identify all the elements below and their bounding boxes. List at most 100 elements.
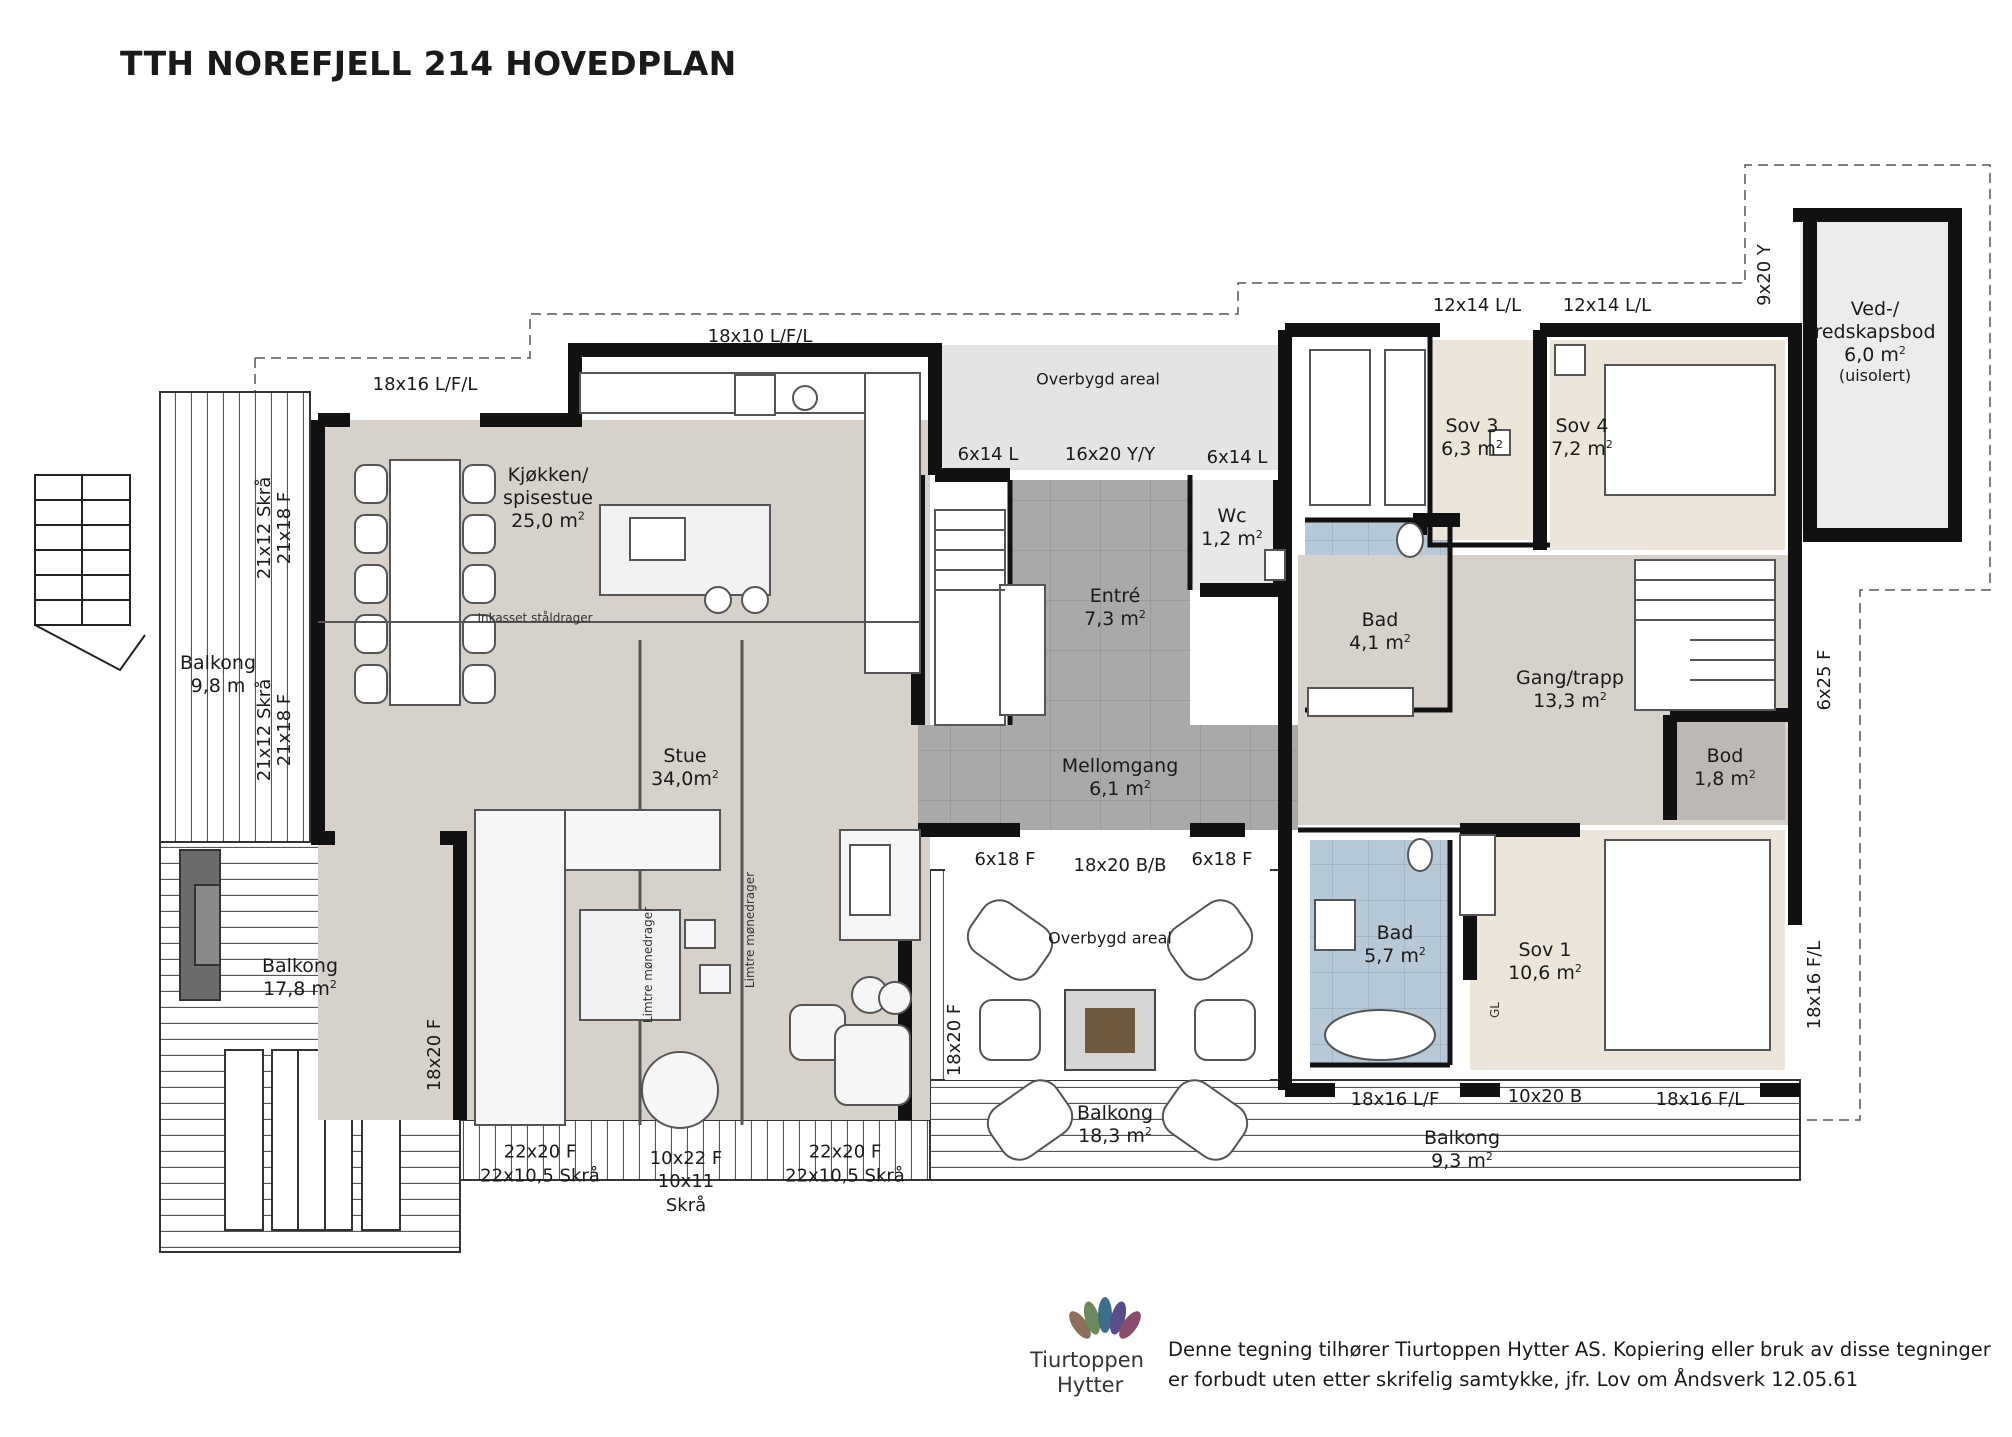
dim-label: 21x12 Skrå 21x18 F	[254, 476, 295, 580]
dim-label: 18x20 B/B	[1073, 855, 1167, 877]
dim-label: 18x10 L/F/L	[707, 326, 813, 348]
lounge-chairs	[966, 899, 1256, 1161]
room-name: Balkong	[179, 652, 257, 675]
room-area-unit: 2	[1143, 777, 1151, 791]
room-area-unit: 2	[711, 767, 719, 781]
roof-outline	[254, 164, 1991, 1121]
dim-label: 22x20 F 22x10,5 Skrå	[785, 1141, 905, 1187]
room-area-unit: 2	[1599, 689, 1607, 703]
deck-south-east	[929, 1079, 1801, 1181]
room-name: Balkong	[261, 955, 339, 978]
living-furniture	[474, 809, 921, 1129]
room-balkong-mid: Balkong 18,3 m2	[1077, 1102, 1153, 1148]
dim-label: 22x20 F 22x10,5 Skrå	[480, 1141, 600, 1187]
room-area-unit: 2	[1574, 961, 1582, 975]
room-area: 10,6 m	[1508, 962, 1575, 984]
room-bad2: Bad 5,7 m2	[1364, 922, 1426, 968]
room-area-unit: 2	[1418, 944, 1426, 958]
room-name: Balkong	[1423, 1127, 1501, 1150]
room-area: 5,7 m	[1364, 945, 1419, 967]
room-name: Entré	[1089, 585, 1141, 608]
outdoor-stairs	[34, 474, 146, 672]
disclaimer-line-1: Denne tegning tilhører Tiurtoppen Hytter…	[1168, 1338, 1991, 1361]
dim-label: 6x18 F	[1191, 849, 1253, 871]
dim-label: 16x20 Y/Y	[1064, 444, 1156, 466]
room-name: Kjøkken/ spisestue	[503, 463, 593, 509]
room-wc: Wc 1,2 m2	[1201, 505, 1263, 551]
label-beam: Inkasset ståldrager	[477, 610, 593, 625]
room-name: Gang/trapp	[1516, 667, 1624, 690]
room-name: Sov 1	[1518, 939, 1572, 962]
floor-ved	[1800, 220, 1950, 530]
room-area-unit: 2	[1605, 437, 1613, 451]
ved-walls	[1793, 208, 1962, 542]
floor-sov3	[1430, 340, 1540, 540]
brand-name: Tiurtoppen	[1030, 1348, 1144, 1372]
room-area-unit: 2	[1748, 767, 1756, 781]
floor-mellomgang	[918, 725, 1298, 830]
room-area-unit: 2	[1485, 1149, 1493, 1163]
dim-label: 12x14 L/L	[1432, 295, 1522, 317]
dim-label: 6x14 L	[1206, 447, 1268, 469]
label-monedrager-2: Limtre mønedrager	[742, 871, 757, 989]
dim-label: 18x20 F	[944, 1003, 966, 1077]
room-gang: Gang/trapp 13,3 m2	[1516, 667, 1624, 713]
room-area: 1,8 m	[1694, 768, 1749, 790]
dim-label: 12x14 L/L	[1562, 295, 1652, 317]
room-name: Balkong	[1076, 1102, 1154, 1125]
room-area: 4,1 m	[1349, 632, 1404, 654]
room-balkong-w-top: Balkong 9,8 m	[180, 652, 256, 698]
dim-label: 21x12 Skrå 21x18 F	[254, 678, 295, 782]
room-area: 6,0 m	[1844, 343, 1899, 366]
dim-label: 6x18 F	[974, 849, 1036, 871]
stair-gang	[1634, 559, 1776, 711]
room-area: 6,1 m	[1089, 778, 1144, 800]
room-area: 9,8 m	[190, 675, 246, 697]
room-area: 13,3 m	[1533, 690, 1600, 712]
room-area-unit: 2	[1495, 437, 1503, 451]
dim-label: 18x16 L/F/L	[372, 374, 478, 396]
room-area: 17,8 m	[263, 978, 330, 1000]
room-entre: Entré 7,3 m2	[1084, 585, 1146, 631]
room-area: 34,0m	[651, 768, 712, 790]
brand-subname: Hytter	[1057, 1373, 1124, 1397]
deck-west-top	[159, 391, 311, 843]
kitchen-fixtures	[354, 372, 921, 706]
label-monedrager-1: Limtre mønedrager	[640, 906, 655, 1024]
room-area-unit: 2	[1898, 343, 1906, 357]
dim-label: 18x16 F/L	[1655, 1089, 1745, 1111]
label-gl: GL	[1487, 1002, 1502, 1018]
room-sov3: Sov 3 6,3 m2	[1441, 415, 1503, 461]
room-note: (uisolert)	[1838, 366, 1912, 386]
fire-pit	[1064, 989, 1156, 1071]
room-area: 7,3 m	[1084, 608, 1139, 630]
room-name: Stue	[663, 745, 707, 768]
room-kjokken: Kjøkken/ spisestue 25,0 m2	[503, 464, 593, 532]
room-area: 18,3 m	[1078, 1125, 1145, 1147]
dim-label: 9x20 Y	[1754, 244, 1776, 306]
room-name: Ved-/ redskapsbod	[1814, 298, 1936, 344]
room-area-unit: 2	[1255, 527, 1263, 541]
room-sov1: Sov 1 10,6 m2	[1508, 939, 1582, 985]
page-title: TTH NOREFJELL 214 HOVEDPLAN	[120, 44, 737, 83]
room-name: Sov 4	[1555, 415, 1609, 438]
room-name: Mellomgang	[1061, 755, 1179, 778]
label-overbygd-bottom: Overbygd areal	[1048, 928, 1172, 948]
room-area: 9,3 m	[1431, 1150, 1486, 1172]
room-area-unit: 2	[329, 977, 337, 991]
disclaimer-line-2: er forbudt uten etter skrifelig samtykke…	[1168, 1368, 1859, 1391]
room-area: 6,3 m	[1441, 438, 1496, 460]
room-name: Sov 3	[1445, 415, 1499, 438]
room-name: Wc	[1217, 505, 1247, 528]
brand-logo	[1069, 1297, 1141, 1339]
room-area: 7,2 m	[1551, 438, 1606, 460]
floor-bod	[1670, 715, 1785, 820]
dim-label: 10x22 F 10x11 Skrå	[649, 1147, 723, 1216]
room-area-unit: 2	[577, 509, 585, 523]
dim-label: 18x16 F/L	[1804, 940, 1826, 1030]
room-name: Bod	[1706, 745, 1744, 768]
room-name: Bad	[1361, 609, 1399, 632]
room-area-unit: 2	[1144, 1124, 1152, 1138]
dim-label: 10x20 B	[1507, 1086, 1583, 1108]
